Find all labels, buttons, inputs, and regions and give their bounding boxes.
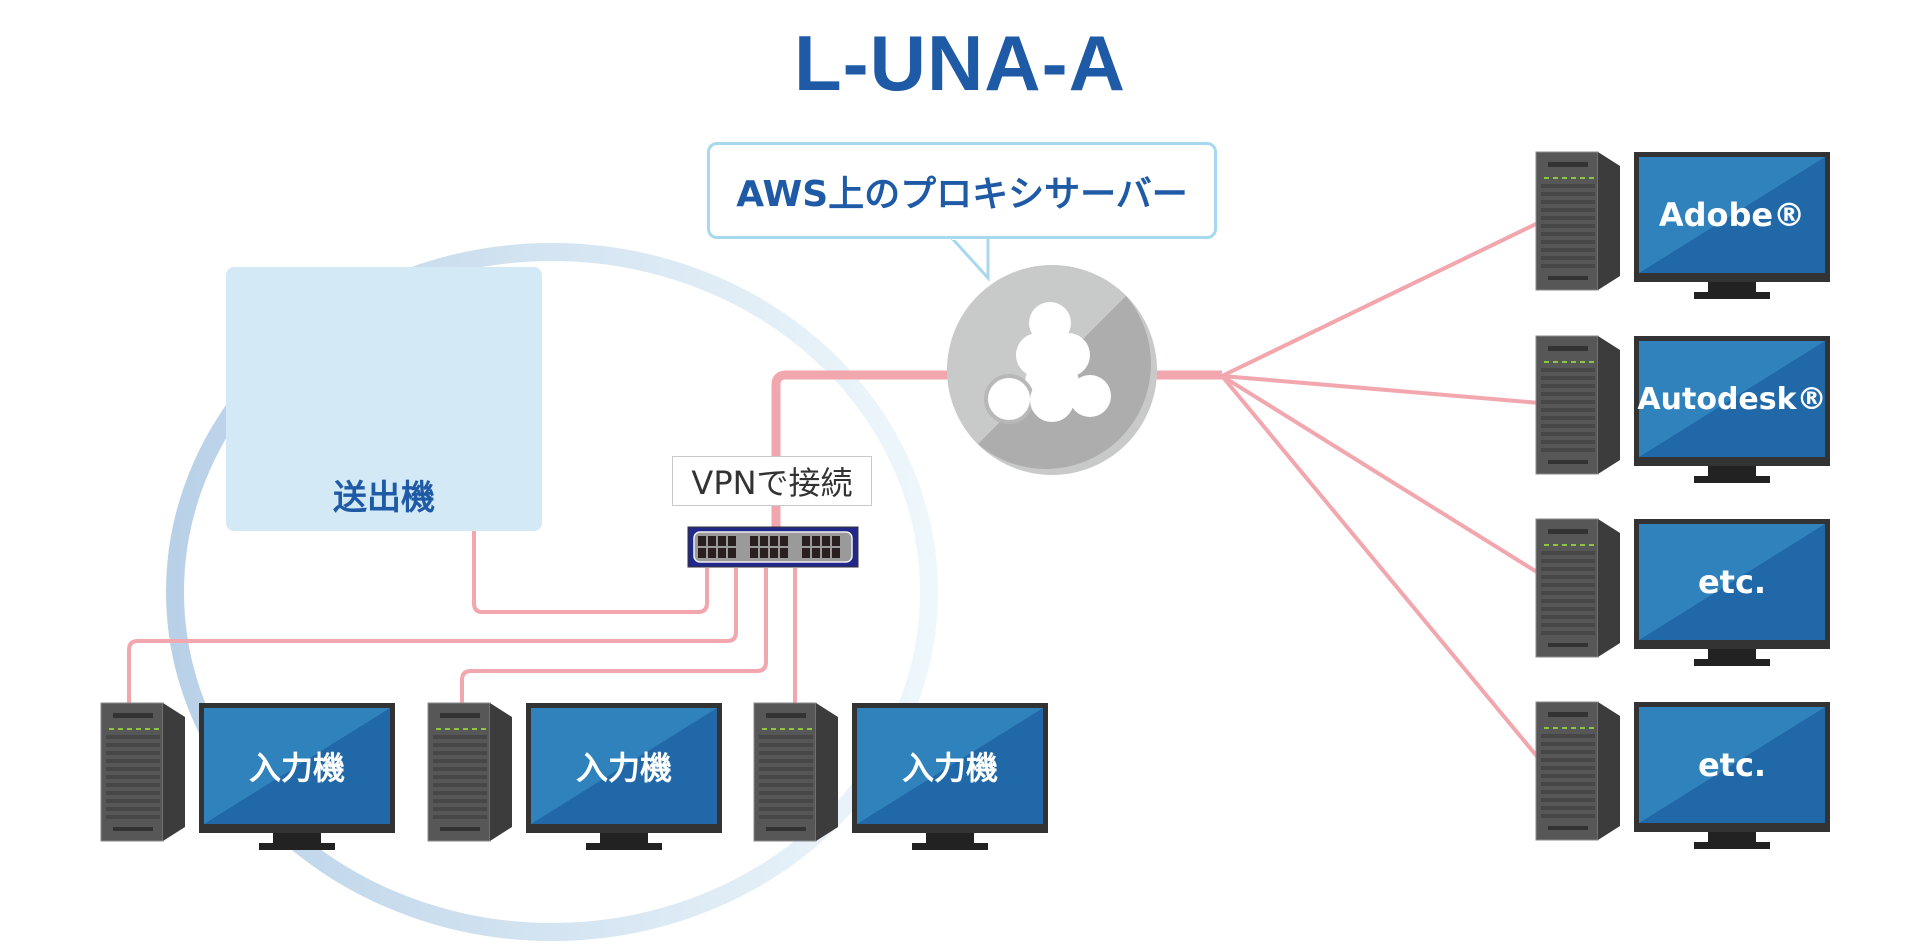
proxy-callout: AWS上のプロキシサーバー — [707, 142, 1217, 239]
line-switch-to-input-2 — [460, 568, 768, 703]
proxy-server-node — [947, 265, 1157, 475]
page-title: L-UNA-A — [794, 19, 1126, 107]
line-switch-to-sender — [472, 400, 709, 614]
local-network-ring — [166, 243, 938, 941]
server-tower-icon — [100, 702, 186, 842]
trunk-switch-to-proxy — [771, 370, 960, 530]
remote-machine-label: etc. — [1697, 563, 1767, 601]
vpn-label: VPNで接続 — [672, 456, 872, 506]
server-tower-icon — [1535, 518, 1621, 658]
fan-line-2 — [1221, 374, 1541, 405]
server-tower-icon — [427, 702, 513, 842]
bubble-tail — [946, 234, 990, 282]
connection-lines — [127, 220, 1542, 762]
sender-panel — [226, 267, 542, 531]
input-machine-label: 入力機 — [901, 749, 998, 787]
server-tower-icon — [1535, 335, 1621, 475]
fan-line-3 — [1220, 374, 1542, 576]
fan-line-1 — [1221, 220, 1541, 378]
cloud-cluster-icon — [984, 302, 1111, 424]
remote-machine-label: Autodesk® — [1637, 381, 1827, 417]
input-machine-label: 入力機 — [248, 749, 345, 787]
fan-line-4 — [1220, 374, 1542, 762]
server-tower-icon — [1535, 151, 1621, 291]
network-switch-icon — [687, 526, 859, 568]
remote-machine-label: etc. — [1697, 746, 1767, 784]
input-machine-label: 入力機 — [575, 749, 672, 787]
line-switch-to-input-1 — [127, 568, 738, 703]
server-tower-icon — [1535, 701, 1621, 841]
vpn-label-text: VPNで接続 — [691, 464, 853, 502]
proxy-label: AWS上のプロキシサーバー — [736, 173, 1188, 215]
remote-machine-label: Adobe® — [1658, 196, 1806, 234]
server-tower-icon — [753, 702, 839, 842]
sender-label: 送出機 — [333, 478, 435, 518]
